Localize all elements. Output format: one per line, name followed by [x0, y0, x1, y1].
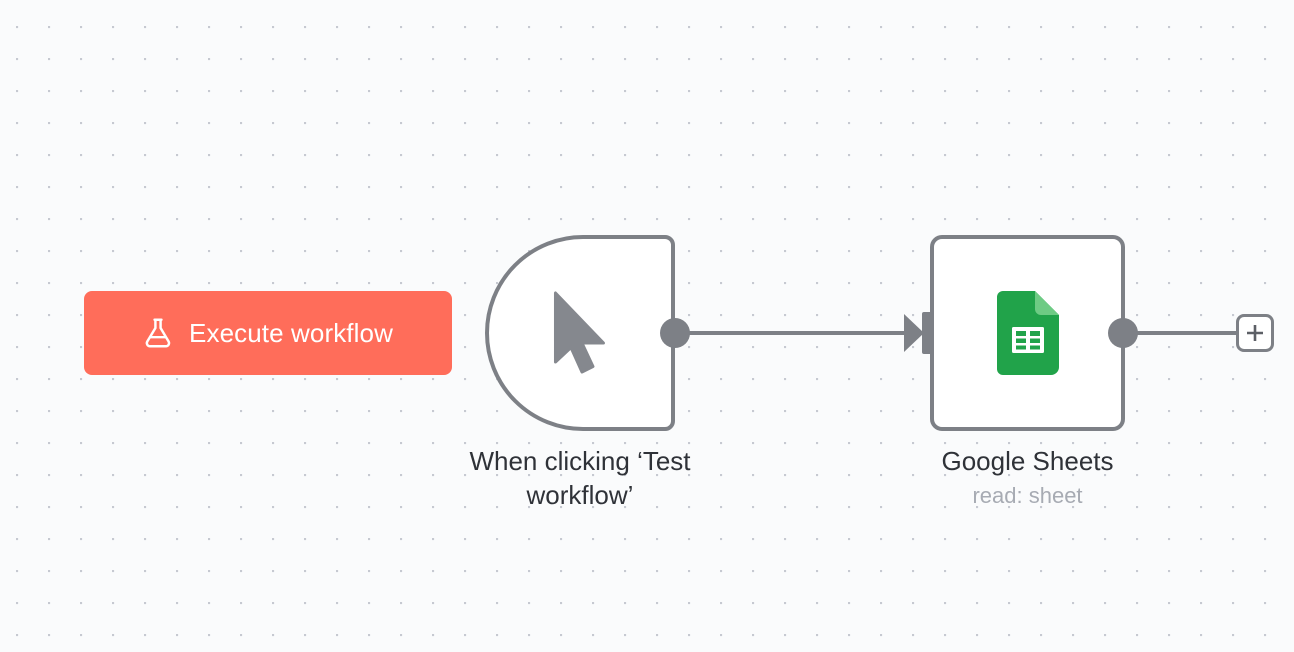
execute-workflow-button[interactable]: Execute workflow	[84, 291, 452, 375]
node-google-sheets-subtitle: read: sheet	[972, 482, 1083, 508]
add-node-button[interactable]	[1236, 314, 1274, 352]
google-sheets-icon	[996, 291, 1059, 375]
flask-icon	[143, 317, 173, 349]
connection-sheets-to-add-node[interactable]	[1118, 331, 1238, 335]
node-google-sheets[interactable]: Google Sheets read: sheet	[930, 235, 1125, 508]
cursor-pointer-icon	[553, 291, 605, 374]
node-google-sheets-body[interactable]	[930, 235, 1125, 431]
sheets-output-port[interactable]	[1108, 318, 1138, 348]
connection-trigger-to-sheets[interactable]	[672, 331, 908, 335]
node-google-sheets-caption: Google Sheets read: sheet	[941, 445, 1113, 510]
plus-icon	[1247, 325, 1263, 341]
execute-workflow-label: Execute workflow	[189, 318, 393, 348]
trigger-output-port[interactable]	[660, 318, 690, 348]
node-trigger-title: When clicking ‘Test workflow’	[469, 446, 691, 510]
node-trigger-body[interactable]	[485, 235, 675, 431]
node-trigger-caption: When clicking ‘Test workflow’	[430, 445, 730, 513]
node-google-sheets-title: Google Sheets	[941, 446, 1114, 476]
node-trigger[interactable]: When clicking ‘Test workflow’	[469, 235, 691, 510]
connection-arrowhead-icon	[904, 314, 924, 352]
